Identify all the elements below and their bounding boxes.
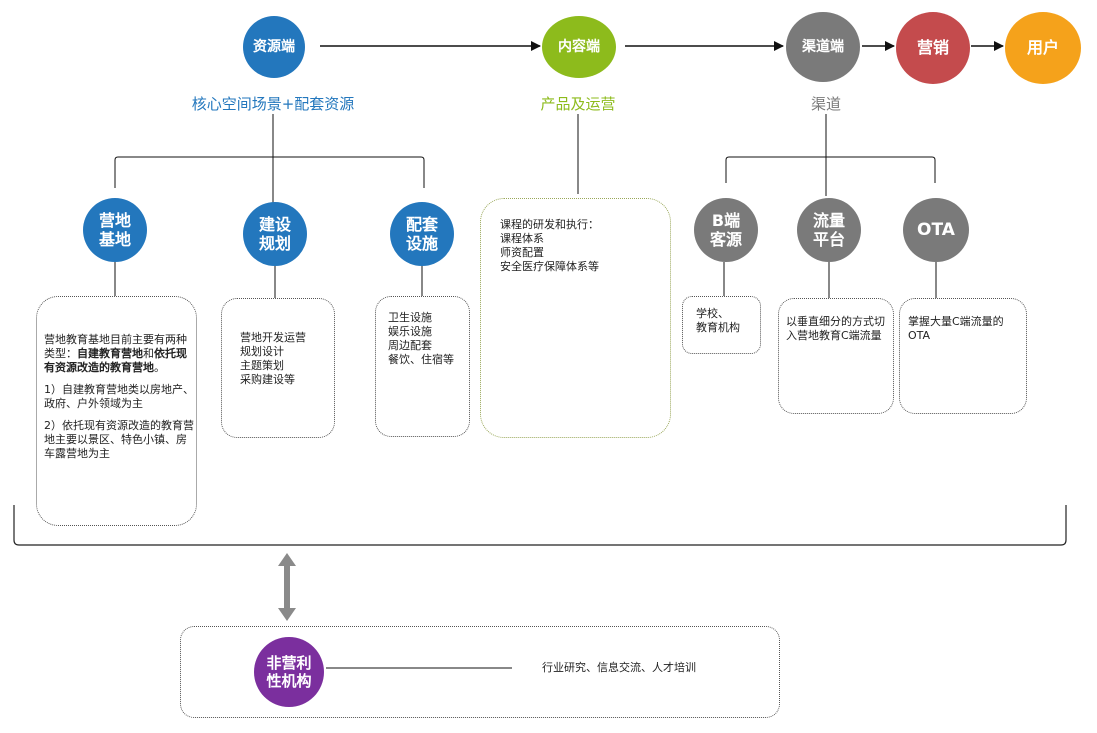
box-traffic-platform bbox=[778, 298, 894, 414]
text-nonprofit: 行业研究、信息交流、人才培训 bbox=[542, 661, 696, 674]
text-campsite-types: 营地教育基地目前主要有两种类型：自建教育营地和依托现有资源改造的教育营地。 1）… bbox=[44, 333, 194, 460]
node-content-end: 内容端 bbox=[542, 16, 616, 78]
node-channel-end: 渠道端 bbox=[786, 12, 860, 82]
box-b-client bbox=[682, 296, 761, 354]
node-construction-planning: 建设 规划 bbox=[243, 202, 307, 266]
node-resource-end: 资源端 bbox=[243, 16, 305, 78]
node-ota: OTA bbox=[903, 198, 969, 262]
label-product-operation: 产品及运营 bbox=[540, 95, 616, 113]
box-planning bbox=[221, 298, 335, 438]
double-arrow-icon bbox=[278, 553, 296, 621]
box-ota bbox=[899, 298, 1027, 414]
box-nonprofit bbox=[180, 626, 780, 718]
label-channel: 渠道 bbox=[810, 95, 841, 113]
box-course-development bbox=[480, 198, 671, 438]
label-core-space-resources: 核心空间场景+配套资源 bbox=[191, 95, 355, 113]
text-ota: 掌握大量C端流量的OTA bbox=[908, 315, 1004, 342]
text-traffic-platform: 以垂直细分的方式切入营地教育C端流量 bbox=[786, 315, 885, 342]
node-marketing: 营销 bbox=[896, 12, 970, 84]
node-supporting-facilities: 配套 设施 bbox=[390, 202, 454, 266]
text-course-development: 课程的研发和执行： 课程体系 师资配置 安全医疗保障体系等 bbox=[500, 218, 599, 273]
text-facilities: 卫生设施 娱乐设施 周边配套 餐饮、住宿等 bbox=[388, 311, 454, 366]
node-nonprofit: 非营利 性机构 bbox=[254, 637, 324, 707]
text-planning: 营地开发运营 规划设计 主题策划 采购建设等 bbox=[240, 331, 306, 386]
node-user: 用户 bbox=[1005, 12, 1081, 84]
node-b-client: B端 客源 bbox=[694, 198, 758, 262]
box-campsite-types bbox=[36, 296, 197, 526]
node-traffic-platform: 流量 平台 bbox=[797, 198, 861, 262]
box-facilities bbox=[375, 296, 470, 437]
node-campsite-base: 营地 基地 bbox=[83, 198, 147, 262]
text-b-client: 学校、 教育机构 bbox=[696, 307, 740, 334]
